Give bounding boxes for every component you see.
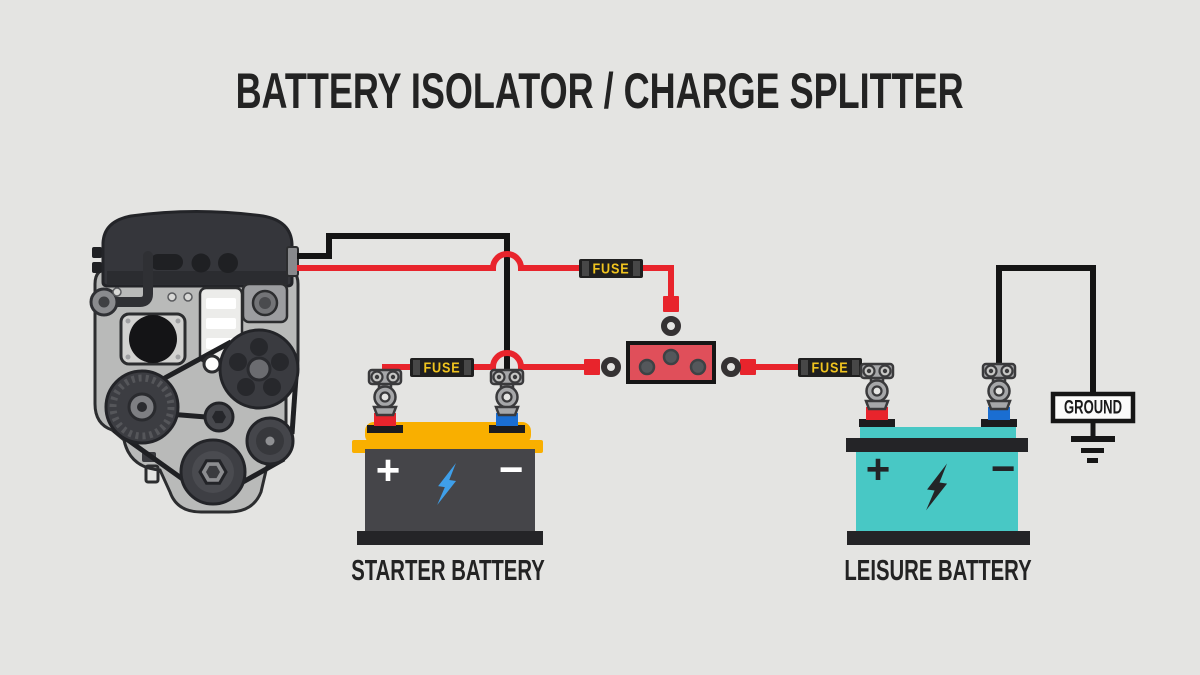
aux-pulley bbox=[245, 416, 295, 466]
battery-lid bbox=[860, 427, 1016, 439]
crimp-right bbox=[740, 359, 756, 375]
starter-battery-label: STARTER BATTERY bbox=[351, 555, 545, 587]
starter-battery: + − bbox=[352, 422, 543, 545]
starter-positive-wire bbox=[382, 350, 586, 380]
wire-connector bbox=[286, 246, 299, 277]
fuse-isolator: FUSE bbox=[579, 259, 643, 278]
ground-label: GROUND bbox=[1064, 398, 1122, 419]
ground-symbol: GROUND bbox=[1050, 391, 1136, 463]
fuse-starter: FUSE bbox=[410, 358, 474, 377]
minus-symbol: − bbox=[499, 446, 524, 493]
engine-illustration bbox=[89, 210, 300, 514]
breather-tube bbox=[107, 251, 153, 307]
ground-bar bbox=[1071, 436, 1115, 442]
fuse-label: FUSE bbox=[424, 360, 461, 377]
fuse-label: FUSE bbox=[812, 360, 849, 377]
ring-terminal-top bbox=[661, 316, 681, 336]
ring-terminal-left bbox=[601, 357, 621, 377]
ground-bar bbox=[1087, 458, 1098, 463]
positive-post bbox=[866, 407, 888, 420]
page-title: BATTERY ISOLATOR / CHARGE SPLITTER bbox=[235, 63, 965, 119]
leisure-ground-wire bbox=[996, 265, 1096, 396]
isolator-box bbox=[626, 341, 716, 384]
isolator-stud bbox=[689, 358, 707, 376]
bottom-pulley bbox=[179, 438, 247, 506]
cam-pulley bbox=[218, 328, 300, 410]
ring-terminal-right bbox=[721, 357, 741, 377]
crimp-left bbox=[584, 359, 600, 375]
minus-symbol: − bbox=[991, 445, 1016, 492]
leisure-battery-label: LEISURE BATTERY bbox=[844, 555, 1032, 587]
leisure-positive-terminal bbox=[859, 362, 895, 411]
ground-box bbox=[1050, 391, 1136, 424]
crank-pulley bbox=[104, 369, 180, 445]
positive-post bbox=[374, 413, 396, 426]
negative-post bbox=[988, 407, 1010, 420]
idler-pulley bbox=[203, 401, 235, 433]
plus-symbol: + bbox=[376, 447, 401, 494]
fuse-label: FUSE bbox=[593, 261, 630, 278]
plus-symbol: + bbox=[866, 446, 891, 493]
isolator-stud bbox=[638, 358, 656, 376]
leisure-negative-terminal bbox=[981, 362, 1017, 411]
isolator-stud bbox=[662, 348, 680, 366]
battery-body bbox=[365, 449, 535, 534]
starter-negative-terminal bbox=[489, 368, 525, 417]
starter-positive-terminal bbox=[367, 368, 403, 417]
crimp-top bbox=[663, 296, 679, 312]
ground-bar bbox=[1081, 448, 1104, 453]
engine-ground-wire bbox=[297, 233, 510, 380]
fuse-leisure: FUSE bbox=[798, 358, 862, 377]
engine-charge-wire bbox=[297, 251, 674, 304]
negative-post bbox=[496, 413, 518, 426]
leisure-battery: + − bbox=[846, 427, 1030, 545]
